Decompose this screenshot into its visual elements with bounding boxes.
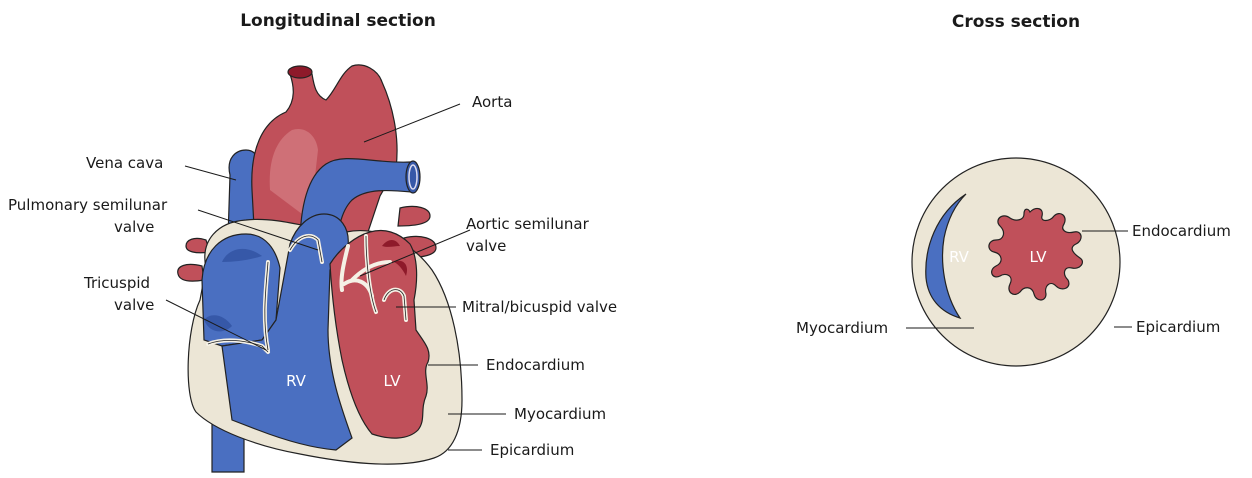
- pulmonary-artery-opening: [406, 161, 420, 193]
- aortic-valve-label-line2: valve: [466, 237, 506, 255]
- pulmonary-valve-label-line2: valve: [114, 218, 154, 236]
- vena-cava-leader: [185, 166, 236, 180]
- mitral-label: Mitral/bicuspid valve: [462, 298, 617, 316]
- vena-cava-label: Vena cava: [86, 154, 163, 172]
- longitudinal-heart: [178, 65, 462, 472]
- lv-label-longitudinal: LV: [384, 372, 402, 390]
- lv-label-cross: LV: [1030, 248, 1048, 266]
- aortic-valve-label-line1: Aortic semilunar: [466, 215, 590, 233]
- myocardium-label-longitudinal: Myocardium: [514, 405, 606, 423]
- tricuspid-label-line2: valve: [114, 296, 154, 314]
- cross-title: Cross section: [952, 12, 1080, 32]
- aorta-opening: [288, 66, 312, 78]
- rv-label-longitudinal: RV: [286, 372, 307, 390]
- pulmonary-valve-label-line1: Pulmonary semilunar: [8, 196, 168, 214]
- tricuspid-label-line1: Tricuspid: [83, 274, 150, 292]
- epicardium-label-cross: Epicardium: [1136, 318, 1220, 336]
- endocardium-label-cross: Endocardium: [1132, 222, 1231, 240]
- myocardium-label-cross: Myocardium: [796, 319, 888, 337]
- aorta-label: Aorta: [472, 93, 512, 111]
- epicardium-label-longitudinal: Epicardium: [490, 441, 574, 459]
- cross-section-heart: [912, 158, 1120, 366]
- endocardium-label-longitudinal: Endocardium: [486, 356, 585, 374]
- longitudinal-title: Longitudinal section: [240, 11, 436, 31]
- rv-label-cross: RV: [949, 248, 970, 266]
- pulmonary-vessel-right-upper: [398, 206, 430, 226]
- pulmonary-vessel-left-lower: [178, 264, 204, 281]
